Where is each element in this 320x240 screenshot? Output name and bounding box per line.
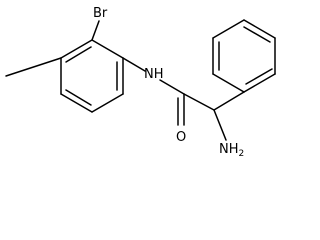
bond-c-br (91, 20, 100, 41)
bond-ring-n (122, 57, 146, 72)
amino-subscript: 2 (239, 149, 245, 158)
amino-label: NH2 (219, 142, 244, 158)
carbonyl-oxygen-label: O (176, 130, 186, 145)
bond-n-carbonyl (159, 79, 185, 95)
bond-ring2-a (243, 73, 276, 93)
bond-ring1-d (60, 93, 93, 113)
amide-nh-label: NH (144, 67, 164, 82)
bond-carbonyl-alpha (183, 93, 215, 111)
bond-ring2-c-double (243, 26, 271, 43)
bond-alpha-nh2 (213, 109, 227, 141)
bromine-label: Br (93, 6, 108, 21)
bond-methyl (5, 57, 62, 77)
bond-ring2-f (212, 73, 245, 93)
bond-ring2-a-double (245, 68, 273, 85)
amino-nh-text: NH (219, 142, 239, 157)
bond-ring2-d (212, 19, 245, 39)
bond-ring1-f (60, 39, 93, 59)
bond-ring1-f-double (65, 46, 92, 63)
bond-ring1-c (91, 93, 124, 113)
bond-ring1-a (91, 39, 124, 59)
bond-ring1-d-double (65, 89, 92, 106)
phenyl-ring (212, 19, 276, 93)
chemical-structure: Br NH O NH2 (5, 6, 276, 158)
bond-ring2-c (243, 19, 276, 39)
bond-alpha-phenyl (213, 91, 245, 111)
bromo-methyl-phenyl-ring (60, 39, 124, 113)
